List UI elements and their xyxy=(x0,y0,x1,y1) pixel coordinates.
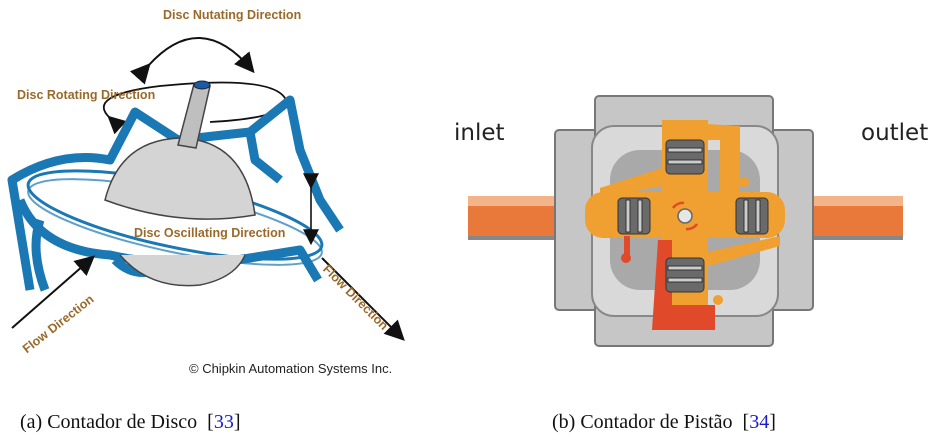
figure-disc-meter: Disc Nutating Direction Disc Rotating Di… xyxy=(0,0,440,441)
figure-piston-meter: inlet outlet (b) Contador de Pistão [34] xyxy=(440,0,931,441)
caption-a-text: (a) Contador de Disco xyxy=(20,411,198,433)
nutating-label: Disc Nutating Direction xyxy=(163,8,302,22)
disc-meter-diagram xyxy=(7,37,405,341)
citation-33[interactable]: 33 xyxy=(213,411,234,433)
flow-out-arrow xyxy=(321,257,405,341)
flow-in-arrow xyxy=(11,255,96,329)
disc-dome xyxy=(104,137,256,220)
outlet-label: outlet xyxy=(861,120,929,146)
pistons xyxy=(617,139,769,293)
caption-a: (a) Contador de Disco [33] xyxy=(20,411,241,433)
caption-b-text: (b) Contador de Pistão xyxy=(552,411,733,433)
rotating-label: Disc Rotating Direction xyxy=(17,88,156,102)
oscillating-label: Disc Oscillating Direction xyxy=(134,226,286,240)
inlet-label: inlet xyxy=(454,120,505,146)
copyright-notice: © Chipkin Automation Systems Inc. xyxy=(189,361,393,376)
citation-34[interactable]: 34 xyxy=(749,411,770,433)
nutating-arrow xyxy=(129,37,255,85)
piston-meter-diagram xyxy=(468,95,903,347)
caption-b: (b) Contador de Pistão [34] xyxy=(552,411,776,433)
center-hub xyxy=(677,208,693,224)
